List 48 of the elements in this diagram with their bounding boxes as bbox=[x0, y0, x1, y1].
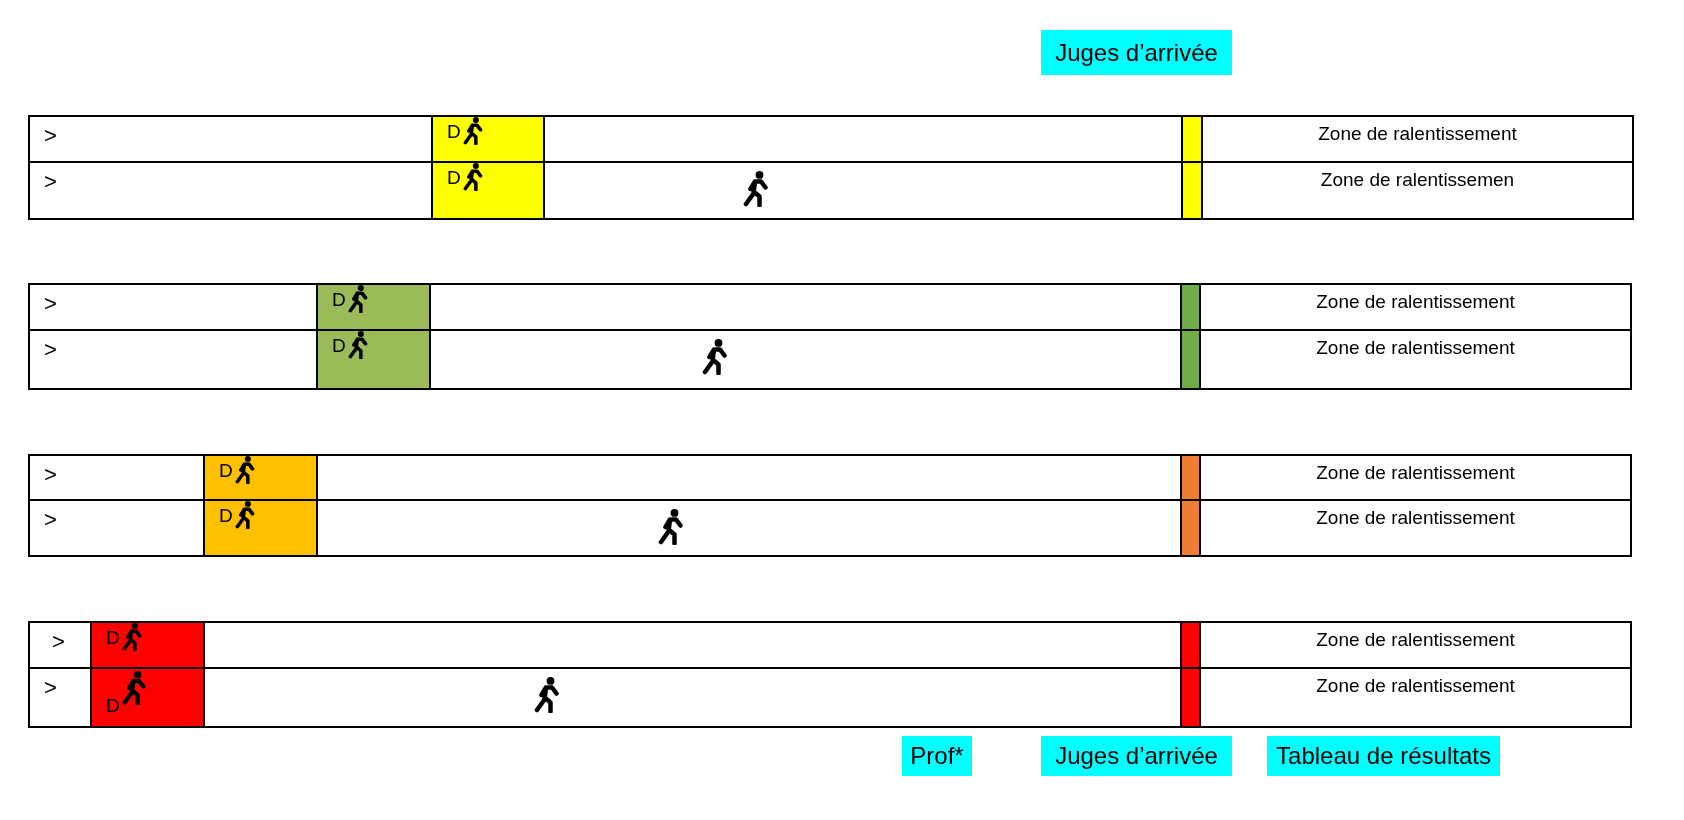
start-letter: D bbox=[447, 167, 461, 189]
start-zone-cell bbox=[431, 163, 545, 218]
zone-label: Zone de ralentissement bbox=[1316, 629, 1515, 650]
finish-line-bar bbox=[1180, 623, 1201, 667]
start-letter: D bbox=[332, 289, 346, 311]
start-zone-cell bbox=[203, 456, 318, 499]
highlighted-label: Juges d’arrivée bbox=[1041, 736, 1232, 776]
lane-table bbox=[28, 283, 1632, 390]
start-zone-cell bbox=[90, 669, 205, 726]
start-marker: > bbox=[44, 507, 57, 532]
start-zone-cell bbox=[203, 501, 318, 555]
lane-table bbox=[28, 115, 1634, 220]
finish-line-bar bbox=[1181, 163, 1203, 218]
finish-line-bar bbox=[1180, 501, 1201, 555]
start-marker: > bbox=[44, 675, 57, 700]
zone-label: Zone de ralentissemen bbox=[1320, 169, 1515, 190]
zone-label: Zone de ralentissement bbox=[1316, 291, 1515, 312]
start-marker: > bbox=[44, 123, 57, 148]
start-letter: D bbox=[219, 505, 233, 527]
start-letter: D bbox=[219, 460, 233, 482]
zone-label: Zone de ralentissement bbox=[1316, 337, 1515, 358]
start-marker: > bbox=[44, 291, 57, 316]
finish-line-bar bbox=[1180, 669, 1201, 726]
highlighted-label: Juges d’arrivée bbox=[1041, 30, 1232, 75]
lane-table bbox=[28, 454, 1632, 557]
highlighted-label: Prof* bbox=[902, 736, 972, 776]
start-marker: > bbox=[44, 169, 57, 194]
start-letter: D bbox=[106, 695, 120, 717]
zone-label: Zone de ralentissement bbox=[1316, 507, 1515, 528]
start-zone-cell bbox=[90, 623, 205, 667]
finish-line-bar bbox=[1180, 331, 1201, 388]
highlighted-label: Tableau de résultats bbox=[1267, 736, 1500, 776]
start-letter: D bbox=[332, 335, 346, 357]
start-zone-cell bbox=[316, 285, 431, 329]
start-zone-cell bbox=[431, 117, 545, 161]
start-marker: > bbox=[52, 629, 65, 654]
finish-line-bar bbox=[1180, 285, 1201, 329]
zone-label: Zone de ralentissement bbox=[1316, 462, 1515, 483]
start-letter: D bbox=[447, 121, 461, 143]
zone-label: Zone de ralentissement bbox=[1316, 675, 1515, 696]
start-zone-cell bbox=[316, 331, 431, 388]
finish-line-bar bbox=[1181, 117, 1203, 161]
finish-line-bar bbox=[1180, 456, 1201, 499]
start-letter: D bbox=[106, 627, 120, 649]
start-marker: > bbox=[44, 462, 57, 487]
zone-label: Zone de ralentissement bbox=[1318, 123, 1517, 144]
lane-table bbox=[28, 621, 1632, 728]
start-marker: > bbox=[44, 337, 57, 362]
